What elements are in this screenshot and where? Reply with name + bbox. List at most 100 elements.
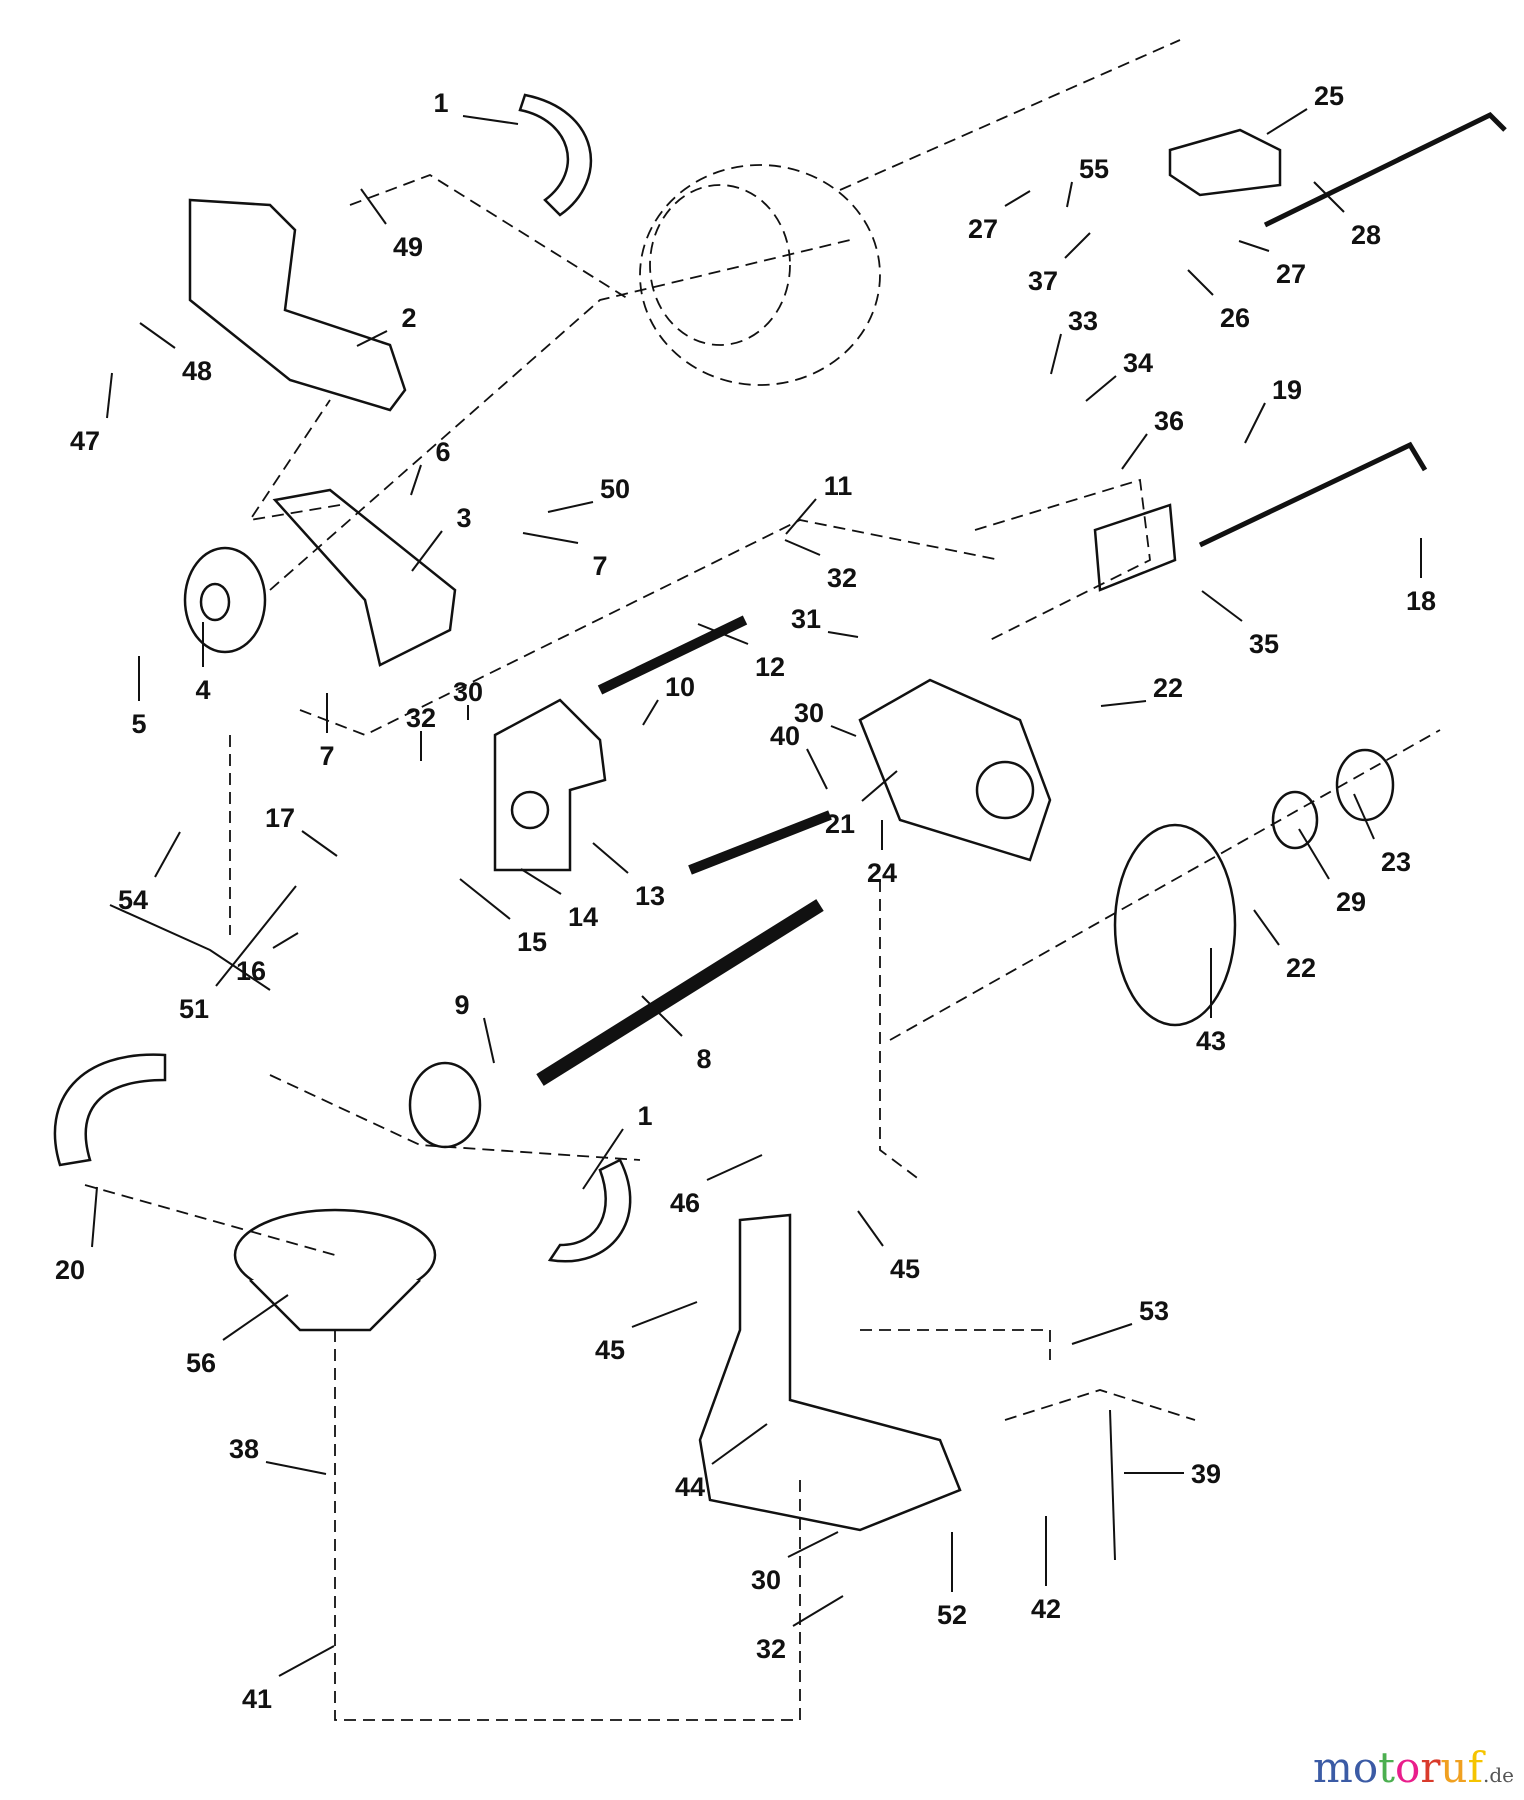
callout-53: 53 xyxy=(1071,1296,1169,1345)
callout-48: 48 xyxy=(139,322,212,386)
connector xyxy=(334,1330,801,1721)
callout-47: 47 xyxy=(70,372,113,456)
callout-number: 36 xyxy=(1154,406,1184,436)
leader-line xyxy=(787,1531,839,1558)
callout-46: 46 xyxy=(670,1154,763,1218)
engine-shaft-outline xyxy=(839,39,1181,191)
callout-44: 44 xyxy=(675,1423,768,1502)
callout-21: 21 xyxy=(825,770,898,839)
leader-line xyxy=(356,330,388,347)
callout-number: 21 xyxy=(825,809,855,839)
callout-number: 56 xyxy=(186,1348,216,1378)
callout-number: 27 xyxy=(1276,259,1306,289)
leader-line xyxy=(1238,240,1270,252)
leader-line xyxy=(697,623,749,645)
callout-number: 32 xyxy=(406,703,436,733)
leader-line xyxy=(215,885,297,987)
callout-55: 55 xyxy=(1066,154,1109,208)
callout-number: 48 xyxy=(182,356,212,386)
callout-number: 6 xyxy=(435,437,450,467)
pulley xyxy=(408,1061,482,1149)
leader-line xyxy=(1100,700,1147,707)
belt xyxy=(547,1158,632,1263)
callout-number: 2 xyxy=(401,303,416,333)
mounting-bracket xyxy=(698,1213,962,1532)
callout-number: 33 xyxy=(1068,306,1098,336)
callout-18: 18 xyxy=(1406,538,1436,616)
callout-2: 2 xyxy=(356,303,417,347)
callout-30: 30 xyxy=(794,698,857,737)
callout-34: 34 xyxy=(1085,348,1153,402)
callout-25: 25 xyxy=(1266,81,1344,135)
connector xyxy=(269,239,851,591)
leader-line xyxy=(1353,793,1375,840)
bearing xyxy=(1335,748,1395,822)
callout-number: 44 xyxy=(675,1472,705,1502)
watermark-letter: u xyxy=(1440,1743,1468,1792)
callout-16: 16 xyxy=(236,932,299,986)
callout-number: 16 xyxy=(236,956,266,986)
callout-number: 9 xyxy=(454,990,469,1020)
callout-number: 10 xyxy=(665,672,695,702)
callout-54: 54 xyxy=(118,831,181,915)
callout-number: 29 xyxy=(1336,887,1366,917)
callout-number: 43 xyxy=(1196,1026,1226,1056)
leader-line xyxy=(1121,433,1148,470)
leader-line xyxy=(139,322,176,349)
leader-line xyxy=(222,1294,289,1341)
leader-line xyxy=(459,878,511,920)
watermark-logo: motoruf.de xyxy=(1313,1743,1514,1792)
callout-33: 33 xyxy=(1050,306,1098,375)
callout-5: 5 xyxy=(131,656,147,739)
pulley-hub xyxy=(199,582,231,622)
callout-number: 31 xyxy=(791,604,821,634)
connector xyxy=(974,478,1151,641)
connector xyxy=(349,174,631,301)
plate xyxy=(1093,503,1177,592)
leader-line xyxy=(1071,1323,1133,1345)
callout-number: 38 xyxy=(229,1434,259,1464)
callout-39: 39 xyxy=(1124,1459,1221,1489)
callout-number: 32 xyxy=(756,1634,786,1664)
callout-number: 27 xyxy=(968,214,998,244)
callout-number: 41 xyxy=(242,1684,272,1714)
leader-line xyxy=(1050,333,1062,375)
callout-13: 13 xyxy=(592,842,665,911)
callout-31: 31 xyxy=(791,604,859,638)
callout-30: 30 xyxy=(453,677,483,720)
leader-line xyxy=(278,1645,335,1677)
callout-number: 24 xyxy=(867,858,897,888)
drive-shaft xyxy=(536,899,824,1086)
connector xyxy=(299,519,1001,736)
belt xyxy=(518,93,593,217)
watermark-letter: o xyxy=(1395,1743,1421,1792)
leader-line xyxy=(410,464,422,496)
callout-1: 1 xyxy=(582,1101,653,1190)
callout-number: 53 xyxy=(1139,1296,1169,1326)
leader-line xyxy=(792,1595,844,1627)
leader-line xyxy=(1266,108,1308,135)
callout-number: 20 xyxy=(55,1255,85,1285)
callout-number: 34 xyxy=(1123,348,1153,378)
callout-number: 8 xyxy=(696,1044,711,1074)
callout-number: 19 xyxy=(1272,375,1302,405)
callout-35: 35 xyxy=(1201,590,1279,659)
callout-19: 19 xyxy=(1244,375,1302,444)
leader-line xyxy=(1187,269,1214,296)
callout-number: 30 xyxy=(453,677,483,707)
callout-number: 42 xyxy=(1031,1594,1061,1624)
leader-line xyxy=(806,748,828,790)
callout-7: 7 xyxy=(522,532,608,581)
callout-number: 50 xyxy=(600,474,630,504)
leader-line xyxy=(1085,375,1117,402)
leader-line xyxy=(785,498,817,535)
callout-9: 9 xyxy=(454,990,495,1064)
callout-23: 23 xyxy=(1353,793,1411,877)
connector xyxy=(84,1184,336,1256)
leader-line xyxy=(91,1186,98,1248)
guide xyxy=(1168,128,1282,197)
callout-4: 4 xyxy=(195,622,211,705)
connector xyxy=(248,399,341,522)
